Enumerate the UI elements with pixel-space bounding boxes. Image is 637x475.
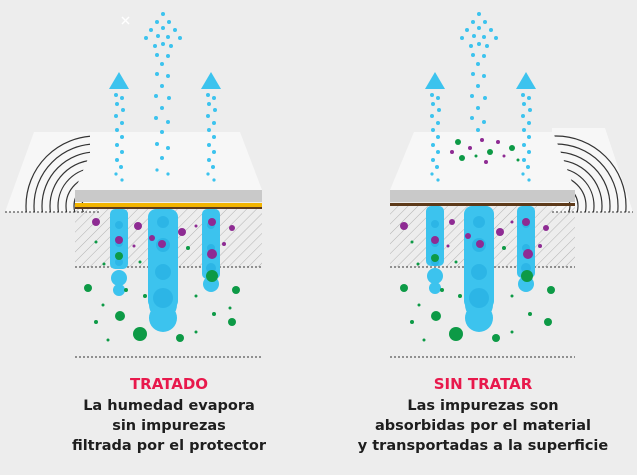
impurities-right	[400, 218, 555, 342]
evaporation-arrow-left-3	[201, 72, 221, 182]
protector-layer	[75, 203, 262, 207]
evaporation-arrow-right-3	[516, 72, 536, 182]
caption-untreated: SIN TRATAR Las impurezas son absorbidas …	[333, 374, 633, 456]
treated-diagram	[5, 12, 262, 358]
untreated-diagram	[390, 12, 633, 358]
caption-line-untreated-1: Las impurezas son	[407, 398, 559, 414]
evaporation-arrow-right-1	[425, 72, 445, 182]
surface-impurities	[450, 138, 520, 164]
substrate-top-line-left	[75, 207, 262, 209]
caption-title-untreated: SIN TRATAR	[433, 375, 533, 393]
substrate-top-line-right	[390, 203, 575, 206]
caption-line-untreated-3: y transportadas a la superficie	[357, 438, 609, 454]
caption-line-untreated-2: absorbidas por el material	[374, 418, 592, 434]
sparkle-icon	[121, 16, 130, 25]
impurities-left	[84, 218, 240, 342]
caption-line-treated-2: sin impurezas	[112, 418, 226, 434]
stone-slab-right	[390, 132, 575, 202]
stone-slab-left	[75, 132, 262, 202]
caption-line-treated-1: La humedad evapora	[83, 398, 255, 414]
water-columns-right	[426, 206, 535, 332]
evaporation-arrow-left-1	[109, 72, 129, 182]
caption-line-treated-3: filtrada por el protector	[71, 438, 267, 454]
evaporation-arrow-right-2	[460, 12, 498, 132]
caption-treated: TRATADO La humedad evapora sin impurezas…	[19, 374, 319, 456]
caption-title-treated: TRATADO	[129, 375, 209, 393]
evaporation-arrow-left-2	[144, 12, 182, 176]
